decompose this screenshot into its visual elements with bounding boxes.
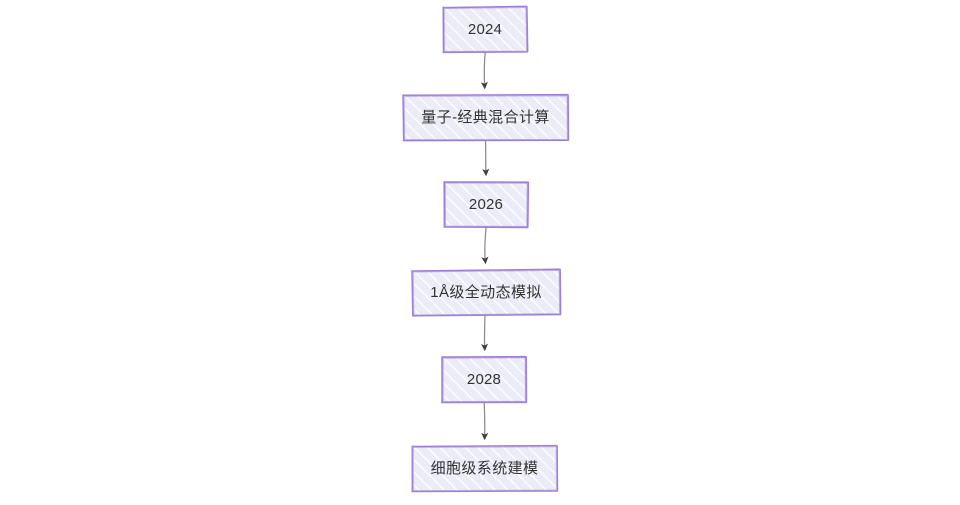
flow-node-2028[interactable]: 2028 [441,355,528,404]
flow-node-cell-level-system-modeling[interactable]: 细胞级系统建模 [411,444,559,493]
edge-2026-to-angstrom-dynamics [481,226,489,265]
flow-node-quantum-classical-hybrid-computing[interactable]: 量子-经典混合计算 [402,93,570,142]
flow-node-angstrom-full-dynamics-simulation[interactable]: 1Å级全动态模拟 [411,268,562,317]
edge-2024-to-quantum-classical [480,51,488,90]
flow-node-label: 2024 [467,20,503,38]
flow-node-label: 2028 [466,370,502,388]
flow-node-label: 2026 [468,195,504,213]
flow-node-2024[interactable]: 2024 [442,5,529,54]
flow-node-label: 量子-经典混合计算 [421,108,550,126]
flow-node-label: 1Å级全动态模拟 [430,283,542,301]
flow-node-label: 细胞级系统建模 [430,459,539,477]
edge-2028-to-cell-system-modeling [481,401,489,441]
flow-node-2026[interactable]: 2026 [443,181,530,229]
